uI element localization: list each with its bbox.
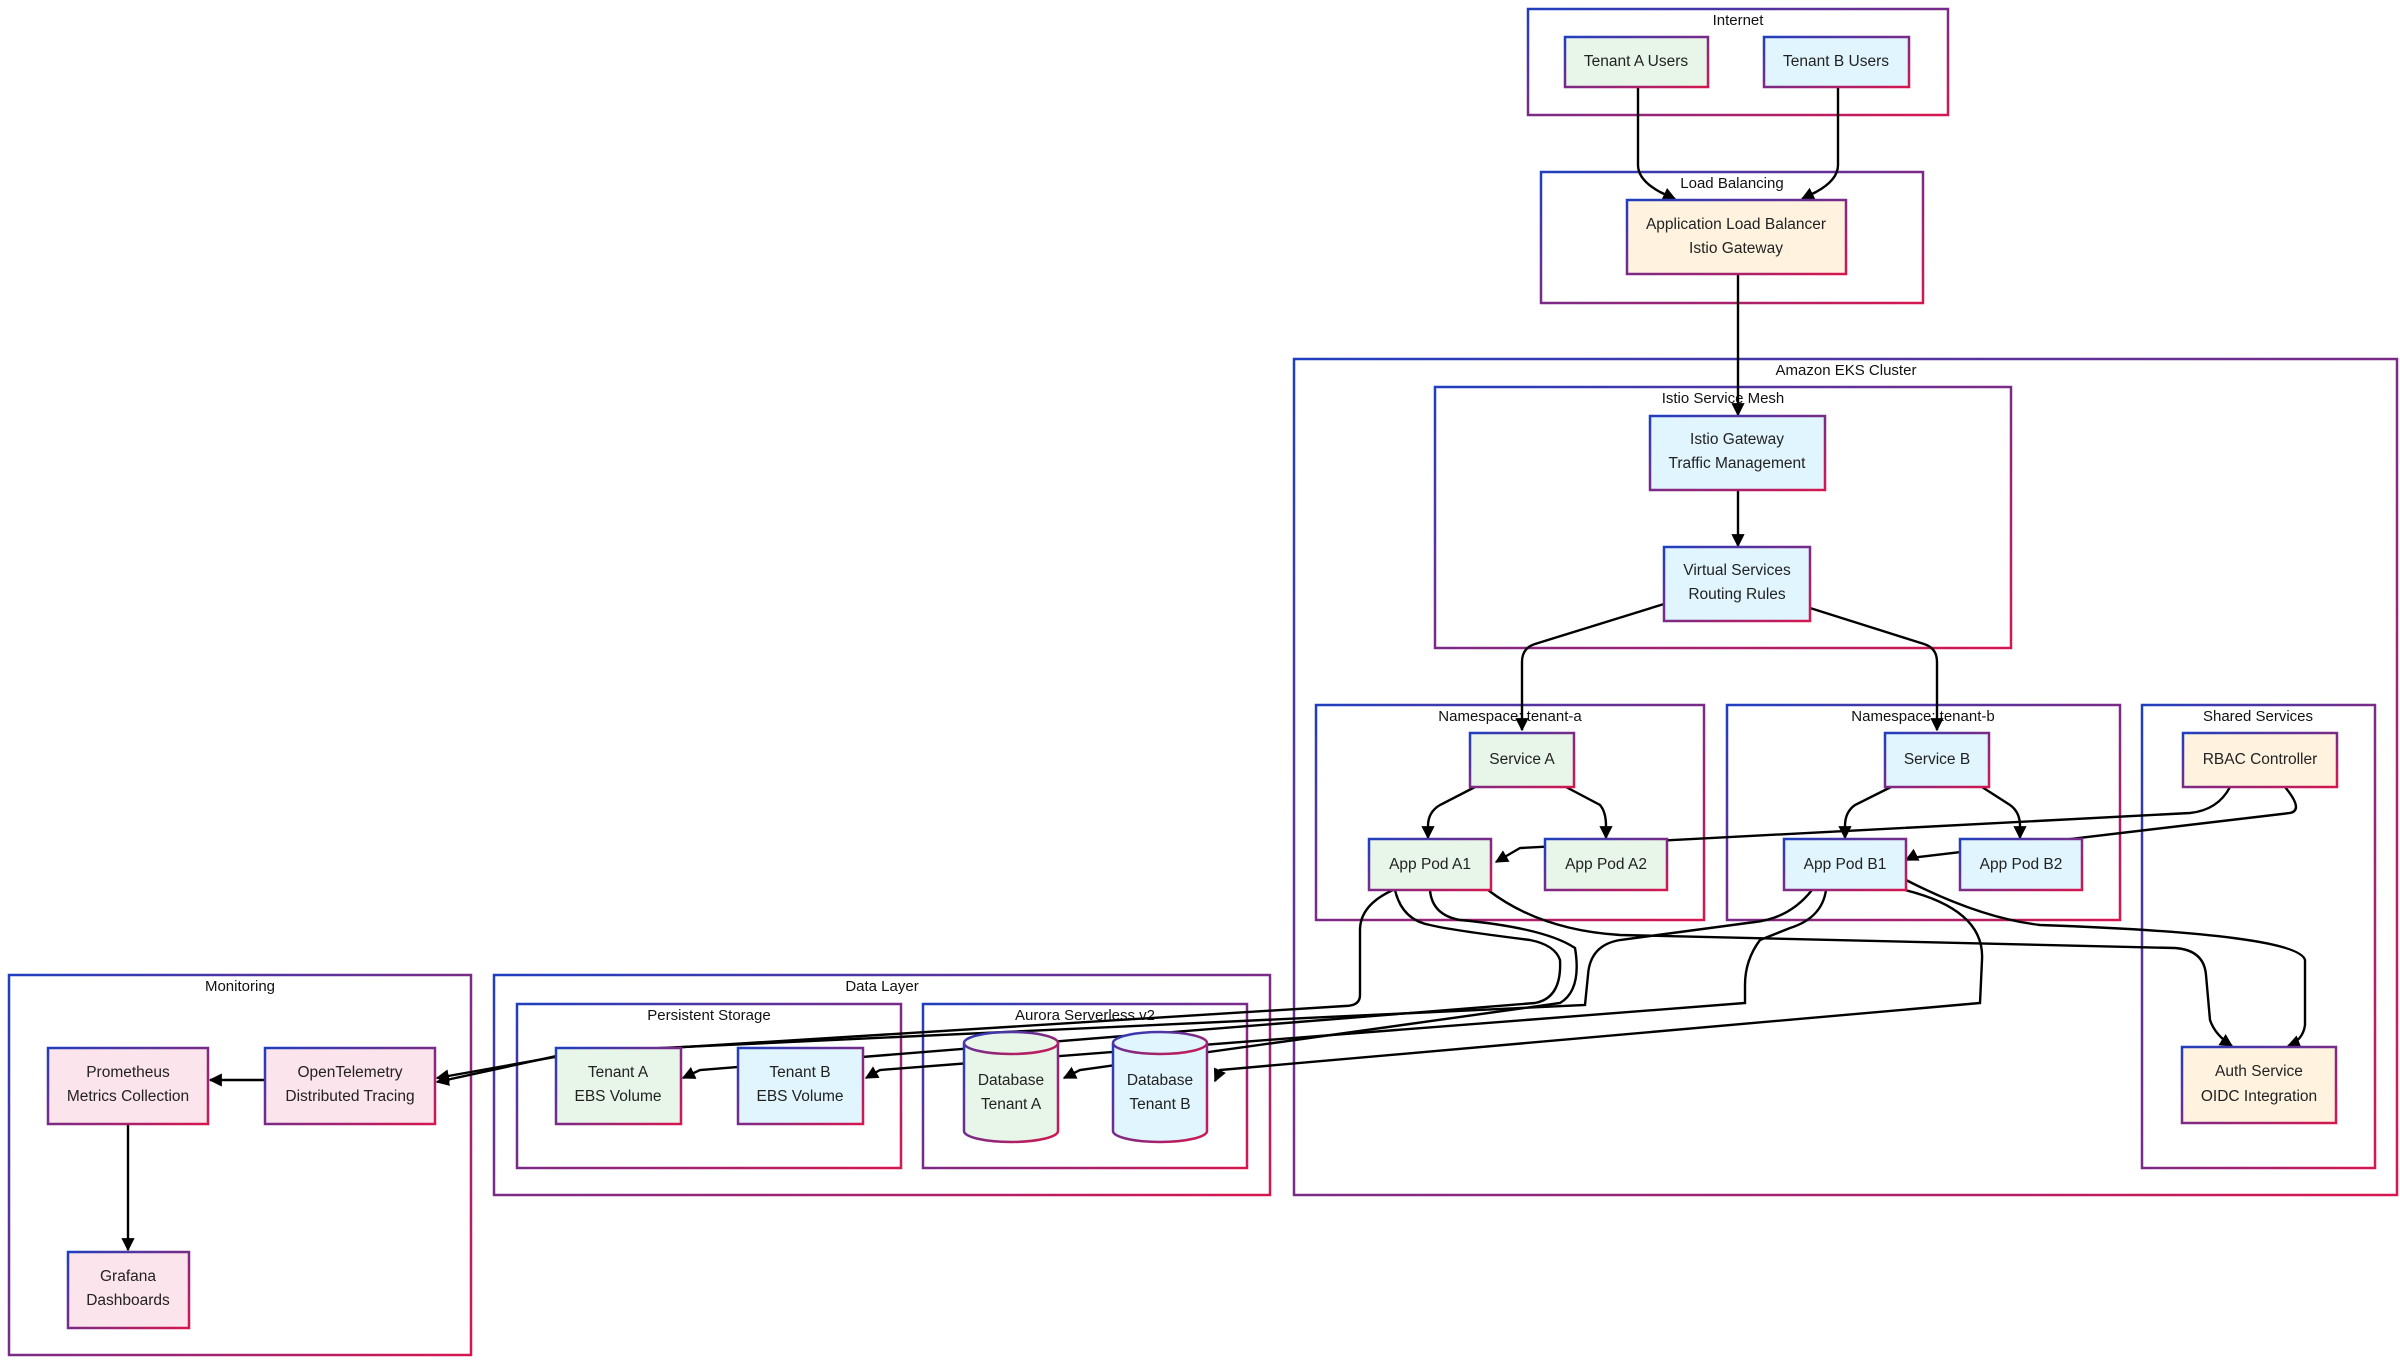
node-app-pod-a1-label: App Pod A1 [1389, 856, 1471, 873]
node-opentelemetry: OpenTelemetry Distributed Tracing [263, 1046, 437, 1126]
node-tenant-b-ebs-line2: EBS Volume [756, 1088, 843, 1105]
edge-app-pod-b1-to-opentelemetry [435, 889, 1813, 1086]
node-tenant-a-users-label: Tenant A Users [1584, 53, 1689, 70]
node-app-pod-b1-label: App Pod B1 [1804, 856, 1887, 873]
edge-service-b-to-app-pod-b1 [1838, 785, 1892, 840]
edge-app-pod-a1-to-tenant-a-ebs [681, 889, 1562, 1080]
node-virtual-services: Virtual Services Routing Rules [1662, 545, 1812, 623]
cluster-monitoring-label: Monitoring [205, 978, 275, 995]
edge-tenant-b-users-to-alb [1800, 87, 1840, 201]
cluster-load-balancing-label: Load Balancing [1680, 175, 1783, 192]
cluster-persistent-storage: Persistent Storage [515, 1002, 903, 1170]
node-rbac-controller: RBAC Controller [2181, 731, 2339, 789]
edge-app-pod-b1-to-auth-service [1905, 878, 2307, 1048]
cluster-namespace-tenant-b: Namespace: tenant-b [1725, 703, 2122, 922]
cluster-data-layer: Data Layer [492, 973, 1272, 1197]
cluster-namespace-tenant-b-label: Namespace: tenant-b [1851, 708, 1994, 725]
node-alb-line1: Application Load Balancer [1646, 216, 1826, 233]
node-auth-service: Auth Service OIDC Integration [2180, 1045, 2338, 1125]
node-prometheus: Prometheus Metrics Collection [46, 1046, 210, 1126]
node-tenant-b-ebs-line1: Tenant B [769, 1064, 830, 1081]
node-grafana-line2: Dashboards [86, 1292, 170, 1309]
node-tenant-b-ebs-volume: Tenant B EBS Volume [736, 1046, 865, 1126]
node-service-b: Service B [1883, 731, 1991, 789]
node-database-tenant-a-line2: Tenant A [981, 1096, 1042, 1113]
node-tenant-a-ebs-line2: EBS Volume [574, 1088, 661, 1105]
node-database-tenant-b-line2: Tenant B [1129, 1096, 1190, 1113]
cluster-shared-services: Shared Services [2140, 703, 2377, 1170]
node-tenant-b-users-label: Tenant B Users [1783, 53, 1889, 70]
edges [121, 87, 2307, 1252]
node-tenant-a-ebs-volume: Tenant A EBS Volume [554, 1046, 683, 1126]
cluster-eks-label: Amazon EKS Cluster [1776, 362, 1917, 379]
node-opentelemetry-line1: OpenTelemetry [297, 1064, 402, 1081]
node-tenant-a-users: Tenant A Users [1563, 35, 1710, 89]
node-opentelemetry-line2: Distributed Tracing [285, 1088, 414, 1105]
node-tenant-b-users: Tenant B Users [1762, 35, 1911, 89]
cluster-monitoring: Monitoring [7, 973, 473, 1357]
node-service-b-label: Service B [1904, 751, 1970, 768]
edge-rbac-to-app-pod-a1 [1494, 786, 2232, 864]
cluster-namespace-tenant-a: Namespace: tenant-a [1314, 703, 1706, 922]
edge-tenant-a-users-to-alb [1636, 87, 1677, 201]
node-app-pod-a2-label: App Pod A2 [1565, 856, 1647, 873]
edge-virtual-services-to-service-a [1515, 602, 1665, 732]
node-tenant-a-ebs-line1: Tenant A [588, 1064, 649, 1081]
node-istio-gateway-line2: Traffic Management [1669, 455, 1807, 472]
node-virtual-services-line1: Virtual Services [1683, 562, 1791, 579]
edge-service-a-to-app-pod-a1 [1421, 785, 1476, 840]
edge-app-pod-a1-to-auth-service [1487, 889, 2234, 1048]
cluster-data-layer-label: Data Layer [845, 978, 918, 995]
edge-service-a-to-app-pod-a2 [1565, 785, 1613, 840]
node-istio-gateway-line1: Istio Gateway [1690, 431, 1784, 448]
cluster-namespace-tenant-a-label: Namespace: tenant-a [1438, 708, 1582, 725]
node-app-pod-b2: App Pod B2 [1958, 837, 2084, 892]
node-auth-service-line2: OIDC Integration [2201, 1088, 2317, 1105]
edge-rbac-to-app-pod-b1 [1904, 786, 2298, 862]
node-app-pod-b1: App Pod B1 [1782, 837, 1908, 892]
node-prometheus-line1: Prometheus [86, 1064, 170, 1081]
node-service-a: Service A [1468, 731, 1576, 789]
node-prometheus-line2: Metrics Collection [67, 1088, 189, 1105]
node-database-tenant-b-line1: Database [1127, 1072, 1193, 1089]
cluster-eks: Amazon EKS Cluster [1292, 357, 2399, 1197]
node-alb-line2: Istio Gateway [1689, 240, 1783, 257]
edge-app-pod-b1-to-database-b [1213, 888, 1984, 1083]
node-app-pod-a1: App Pod A1 [1367, 837, 1493, 892]
node-application-load-balancer: Application Load Balancer Istio Gateway [1625, 198, 1848, 276]
cluster-persistent-storage-label: Persistent Storage [647, 1007, 770, 1024]
cluster-istio-mesh: Istio Service Mesh [1433, 385, 2013, 650]
edge-app-pod-a1-to-opentelemetry [435, 888, 1394, 1083]
edge-service-b-to-app-pod-b2 [1981, 785, 2027, 840]
edge-virtual-services-to-service-b [1809, 606, 1944, 732]
node-service-a-label: Service A [1489, 751, 1555, 768]
node-database-tenant-a-line1: Database [978, 1072, 1044, 1089]
node-auth-service-line1: Auth Service [2215, 1063, 2303, 1080]
node-virtual-services-line2: Routing Rules [1688, 586, 1786, 603]
edge-app-pod-b1-to-tenant-b-ebs [864, 889, 1828, 1080]
cluster-istio-mesh-label: Istio Service Mesh [1662, 390, 1785, 407]
cluster-internet: Internet [1526, 7, 1950, 117]
node-grafana-line1: Grafana [100, 1268, 156, 1285]
cluster-shared-services-label: Shared Services [2203, 708, 2313, 725]
cluster-load-balancing: Load Balancing [1539, 170, 1925, 305]
node-database-tenant-a: Database Tenant A [962, 1030, 1060, 1144]
node-grafana: Grafana Dashboards [66, 1250, 191, 1330]
node-app-pod-a2: App Pod A2 [1543, 837, 1669, 892]
cluster-internet-label: Internet [1713, 12, 1765, 29]
node-rbac-controller-label: RBAC Controller [2203, 751, 2318, 768]
node-istio-gateway: Istio Gateway Traffic Management [1648, 414, 1827, 492]
node-database-tenant-b: Database Tenant B [1111, 1030, 1209, 1144]
edge-app-pod-a1-to-database-a [1062, 889, 1578, 1080]
node-app-pod-b2-label: App Pod B2 [1980, 856, 2063, 873]
